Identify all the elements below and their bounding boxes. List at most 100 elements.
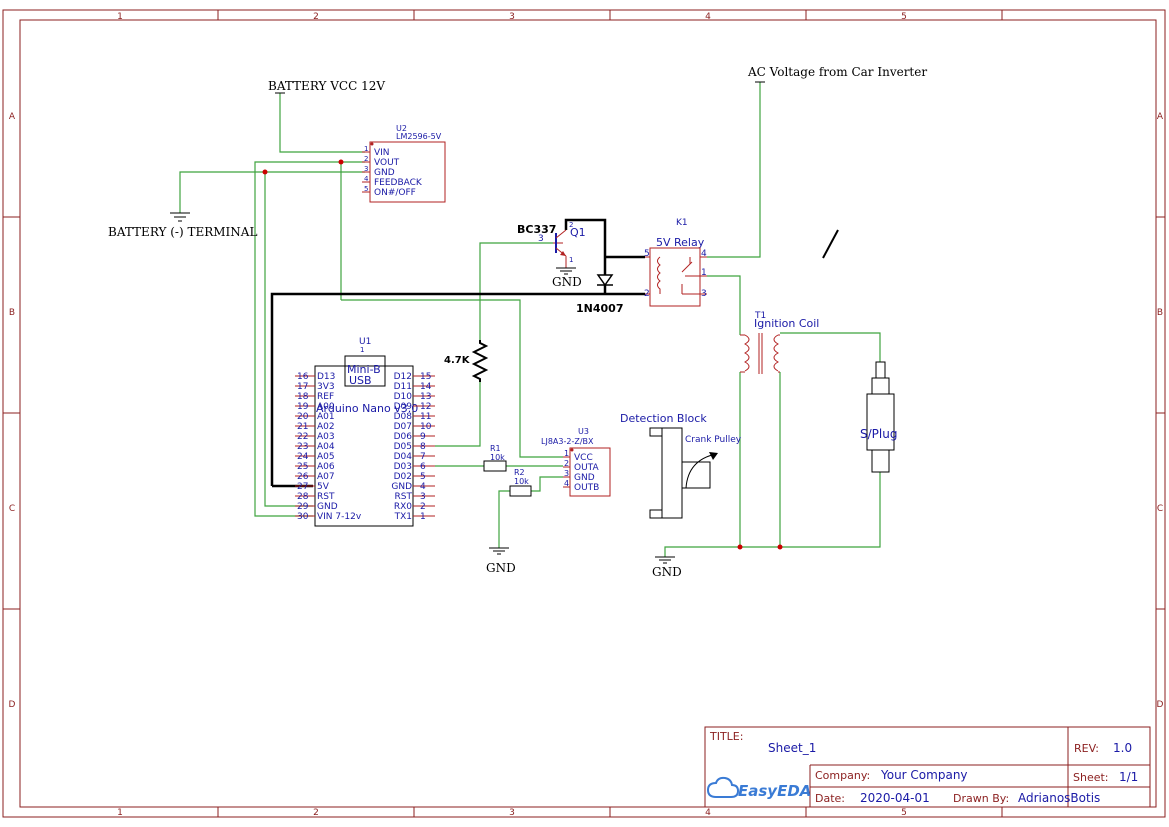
date-label: Date: xyxy=(815,792,845,805)
detection-block: Detection Block Crank Pulley GND xyxy=(620,412,742,579)
u1-left-pin-name: 5V xyxy=(317,482,330,492)
u1-left-pin-number: 29 xyxy=(297,502,309,512)
d1-diode: 1N4007 xyxy=(576,274,623,315)
net-label-battery-vcc: BATTERY VCC 12V xyxy=(268,79,385,94)
row-label-right: B xyxy=(1157,308,1163,318)
u1-left-pin-name: A06 xyxy=(317,462,335,472)
u1-right-pin-name: RST xyxy=(395,492,413,502)
k1-part: 5V Relay xyxy=(656,236,705,249)
u1-right-pin-name: GND xyxy=(391,482,412,492)
row-label-left: B xyxy=(9,308,15,318)
u1-right-pin-number: 6 xyxy=(420,462,426,472)
rev-label: REV: xyxy=(1074,742,1099,755)
u3-pin-number: 2 xyxy=(564,459,569,468)
r-pullup-value: 4.7K xyxy=(444,355,471,366)
q1-pin-collector: 2 xyxy=(569,221,573,229)
u1-left-pin-number: 17 xyxy=(297,382,308,392)
battery-vcc-label: BATTERY VCC 12V xyxy=(268,79,385,93)
drawn-by-value: AdrianosBotis xyxy=(1018,791,1100,805)
u2-designator: U2 xyxy=(396,124,407,133)
u1-left-pin-name: A05 xyxy=(317,452,335,462)
col-label-bottom: 4 xyxy=(705,808,711,818)
crank-pulley-label: Crank Pulley xyxy=(685,435,742,445)
r1-designator: R1 xyxy=(490,444,501,453)
t1-part: Ignition Coil xyxy=(754,317,819,330)
k1-pin: 4 xyxy=(701,249,707,259)
detection-title: Detection Block xyxy=(620,412,707,425)
u1-left-pin-number: 28 xyxy=(297,492,309,502)
col-label-top: 3 xyxy=(509,12,515,22)
u1-right-pin-number: 3 xyxy=(420,492,426,502)
r2-value: 10k xyxy=(514,477,529,486)
k1-relay: K1 5V Relay 5 2 4 1 3 xyxy=(644,218,707,307)
r2-gnd-label: GND xyxy=(486,561,516,575)
u1-left-pin-name: VIN 7-12v xyxy=(317,512,362,522)
sheet-label: Sheet: xyxy=(1073,771,1109,784)
k1-pin: 5 xyxy=(644,249,650,259)
r2-resistor: R2 10k GND xyxy=(486,468,532,575)
k1-pin: 1 xyxy=(701,268,707,278)
company-value: Your Company xyxy=(880,768,968,782)
u1-right-pin-name: D07 xyxy=(394,422,412,432)
splug-label: S/Plug xyxy=(860,427,897,441)
u3-pin-name: OUTA xyxy=(574,463,599,473)
u1-left-pin-name: A07 xyxy=(317,472,335,482)
u1-left-pin-number: 21 xyxy=(297,422,308,432)
col-label-top: 5 xyxy=(901,12,907,22)
u1-part: Arduino Nano v3.0 xyxy=(316,402,418,415)
u1-left-pin-name: A02 xyxy=(317,422,335,432)
u1-left-pin-number: 26 xyxy=(297,472,309,482)
u2-pin-number: 3 xyxy=(364,165,368,173)
u1-right-pin-number: 11 xyxy=(420,412,431,422)
col-label-bottom: 2 xyxy=(313,808,319,818)
black-wires xyxy=(270,218,839,488)
u1-left-pin-number: 20 xyxy=(297,412,309,422)
u2-part: LM2596-5V xyxy=(396,132,442,141)
u1-right-pin-name: D09 xyxy=(394,402,413,412)
u1-right-pin-name: TX1 xyxy=(394,512,412,522)
col-label-top: 1 xyxy=(117,12,123,22)
u1-right-pin-name: D05 xyxy=(394,442,412,452)
u3-pin-number: 1 xyxy=(564,449,569,458)
row-label-left: D xyxy=(9,700,16,710)
u1-left-pin-name: A03 xyxy=(317,432,335,442)
u2-pin-name: FEEDBACK xyxy=(374,178,423,188)
u1-right-pin-number: 14 xyxy=(420,382,432,392)
col-label-top: 4 xyxy=(705,12,711,22)
u1-right-pin-name: D11 xyxy=(394,382,412,392)
ac-voltage-label: AC Voltage from Car Inverter xyxy=(747,65,927,79)
u1-right-pin-number: 8 xyxy=(420,442,426,452)
d1-part: 1N4007 xyxy=(576,302,623,315)
u1-connector: Mini-B xyxy=(347,363,381,376)
u1-left-pin-number: 18 xyxy=(297,392,309,402)
u1-left-pin-number: 19 xyxy=(297,402,309,412)
u1-right-pin-name: D10 xyxy=(394,392,413,402)
u1-left-pin-name: RST xyxy=(317,492,335,502)
q1-transistor: BC337 Q1 3 2 1 GND xyxy=(517,221,586,289)
row-label-left: C xyxy=(9,504,15,514)
u2-pin-name: GND xyxy=(374,168,395,178)
coil-gnd-label: GND xyxy=(652,565,682,579)
t1-ignition-coil: T1 Ignition Coil xyxy=(740,311,819,374)
drawn-by-label: Drawn By: xyxy=(953,792,1009,805)
u1-connector2: USB xyxy=(349,374,372,387)
col-label-bottom: 3 xyxy=(509,808,515,818)
q1-designator: Q1 xyxy=(570,226,586,239)
u3-pin-name: OUTB xyxy=(574,483,599,493)
u1-designator: U1 xyxy=(359,337,371,347)
u1-left-pin-number: 24 xyxy=(297,452,309,462)
row-label-left: A xyxy=(9,112,16,122)
row-label-right: A xyxy=(1157,112,1164,122)
q1-part: BC337 xyxy=(517,223,556,236)
u2-pin-name: VIN xyxy=(374,148,390,158)
q1-pin-emitter: 1 xyxy=(569,256,573,264)
u1-right-pin-number: 9 xyxy=(420,432,426,442)
r-pullup: 4.7K xyxy=(444,340,489,382)
u1-left-pin-name: A00 xyxy=(317,402,335,412)
sheet-frame xyxy=(2,9,1166,818)
r1-value: 10k xyxy=(490,453,505,462)
u3-designator: U3 xyxy=(578,427,589,436)
u2-pin-name: ON#/OFF xyxy=(374,188,416,198)
u3-pin-number: 4 xyxy=(564,479,569,488)
